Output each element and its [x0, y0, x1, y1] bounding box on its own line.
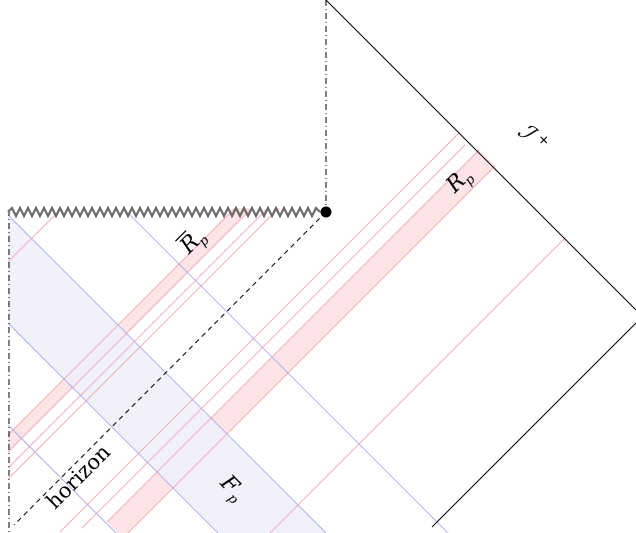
rp-bar-label: R p: [175, 229, 213, 259]
blue-lines: [7, 207, 449, 533]
horizon-label: horizon: [41, 440, 115, 514]
svg-text:+: +: [534, 130, 554, 150]
pink-lines: [7, 131, 567, 533]
boundary: [325, 0, 636, 528]
singularity-endpoint-dot: [320, 206, 332, 218]
scri-plus-label: ℐ +: [512, 118, 554, 150]
singularity-zigzag: [7, 205, 321, 219]
svg-text:horizon: horizon: [41, 440, 115, 514]
horizon-line: [13, 211, 327, 526]
axis-lines: [8, 0, 327, 533]
